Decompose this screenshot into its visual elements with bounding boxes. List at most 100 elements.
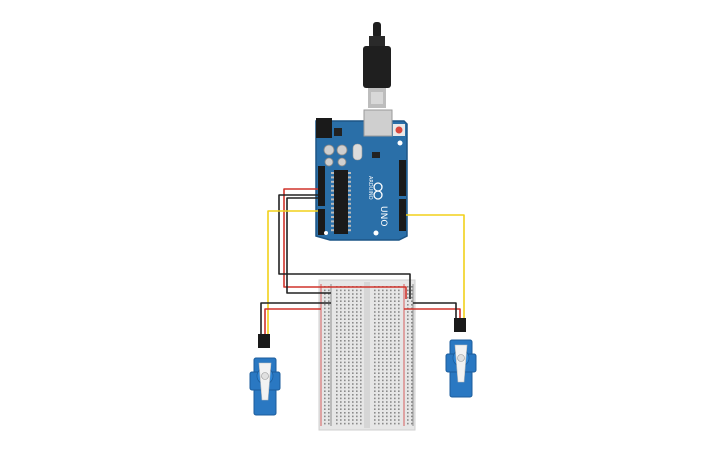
breadboard-hole[interactable] — [356, 304, 358, 306]
breadboard-hole[interactable] — [348, 332, 350, 335]
breadboard-hole[interactable] — [328, 318, 330, 320]
breadboard-hole[interactable] — [324, 365, 326, 367]
breadboard-hole[interactable] — [328, 376, 330, 378]
breadboard-hole[interactable] — [336, 343, 338, 346]
breadboard-hole[interactable] — [336, 322, 338, 324]
breadboard-hole[interactable] — [352, 300, 354, 302]
breadboard-hole[interactable] — [378, 386, 380, 389]
breadboard-hole[interactable] — [382, 365, 384, 367]
breadboard-hole[interactable] — [390, 307, 392, 310]
breadboard-hole[interactable] — [344, 394, 346, 396]
breadboard-hole[interactable] — [360, 296, 362, 299]
breadboard-hole[interactable] — [344, 329, 346, 331]
breadboard-hole[interactable] — [356, 293, 358, 295]
breadboard-hole[interactable] — [328, 332, 330, 335]
breadboard-hole[interactable] — [352, 289, 354, 292]
breadboard-hole[interactable] — [374, 332, 376, 335]
breadboard-hole[interactable] — [352, 376, 354, 378]
breadboard-hole[interactable] — [386, 293, 388, 295]
breadboard-hole[interactable] — [356, 390, 358, 392]
breadboard-hole[interactable] — [411, 300, 413, 302]
breadboard-hole[interactable] — [328, 386, 330, 389]
breadboard-hole[interactable] — [328, 419, 330, 421]
breadboard-hole[interactable] — [328, 404, 330, 407]
breadboard-hole[interactable] — [324, 340, 326, 342]
breadboard-hole[interactable] — [382, 376, 384, 378]
breadboard-hole[interactable] — [374, 350, 376, 353]
breadboard-hole[interactable] — [356, 325, 358, 328]
breadboard-hole[interactable] — [340, 293, 342, 295]
breadboard-hole[interactable] — [386, 412, 388, 414]
breadboard-hole[interactable] — [328, 311, 330, 313]
breadboard-hole[interactable] — [344, 340, 346, 342]
breadboard-hole[interactable] — [407, 394, 409, 396]
breadboard-hole[interactable] — [386, 372, 388, 374]
breadboard-hole[interactable] — [407, 311, 409, 313]
breadboard-hole[interactable] — [374, 383, 376, 385]
breadboard-hole[interactable] — [324, 361, 326, 364]
breadboard-hole[interactable] — [324, 336, 326, 338]
breadboard-hole[interactable] — [394, 314, 396, 317]
breadboard-hole[interactable] — [356, 419, 358, 421]
breadboard-hole[interactable] — [382, 390, 384, 392]
breadboard-hole[interactable] — [328, 422, 330, 425]
breadboard-hole[interactable] — [411, 332, 413, 335]
breadboard-hole[interactable] — [374, 394, 376, 396]
breadboard-hole[interactable] — [340, 322, 342, 324]
breadboard-hole[interactable] — [340, 350, 342, 353]
breadboard-hole[interactable] — [356, 296, 358, 299]
breadboard-hole[interactable] — [336, 289, 338, 292]
breadboard-hole[interactable] — [398, 329, 400, 331]
breadboard-hole[interactable] — [398, 422, 400, 425]
breadboard-hole[interactable] — [348, 401, 350, 403]
breadboard-hole[interactable] — [390, 379, 392, 382]
breadboard-hole[interactable] — [394, 296, 396, 299]
breadboard-hole[interactable] — [398, 383, 400, 385]
breadboard-hole[interactable] — [398, 358, 400, 360]
breadboard-hole[interactable] — [356, 386, 358, 389]
breadboard-hole[interactable] — [386, 343, 388, 346]
breadboard-hole[interactable] — [407, 358, 409, 360]
breadboard-hole[interactable] — [394, 412, 396, 414]
breadboard-hole[interactable] — [390, 383, 392, 385]
wire-signal-left-servo[interactable] — [267, 210, 318, 334]
breadboard-hole[interactable] — [407, 336, 409, 338]
breadboard-hole[interactable] — [344, 390, 346, 392]
breadboard-hole[interactable] — [352, 394, 354, 396]
breadboard-hole[interactable] — [356, 311, 358, 313]
breadboard-hole[interactable] — [344, 300, 346, 302]
breadboard-hole[interactable] — [407, 397, 409, 400]
breadboard-hole[interactable] — [407, 318, 409, 320]
breadboard-hole[interactable] — [386, 318, 388, 320]
breadboard-hole[interactable] — [386, 419, 388, 421]
breadboard-hole[interactable] — [324, 422, 326, 425]
breadboard-hole[interactable] — [374, 293, 376, 295]
breadboard-hole[interactable] — [411, 343, 413, 346]
breadboard-hole[interactable] — [398, 401, 400, 403]
breadboard-hole[interactable] — [382, 332, 384, 335]
breadboard-hole[interactable] — [340, 397, 342, 400]
breadboard-hole[interactable] — [378, 311, 380, 313]
breadboard-hole[interactable] — [340, 386, 342, 389]
breadboard-hole[interactable] — [390, 325, 392, 328]
breadboard-hole[interactable] — [411, 408, 413, 410]
breadboard-hole[interactable] — [324, 383, 326, 385]
breadboard-hole[interactable] — [386, 325, 388, 328]
breadboard-hole[interactable] — [352, 372, 354, 374]
breadboard-hole[interactable] — [360, 394, 362, 396]
breadboard-hole[interactable] — [344, 386, 346, 389]
breadboard-hole[interactable] — [386, 347, 388, 349]
breadboard-hole[interactable] — [394, 322, 396, 324]
breadboard-hole[interactable] — [398, 390, 400, 392]
breadboard-hole[interactable] — [340, 412, 342, 414]
breadboard-hole[interactable] — [374, 314, 376, 317]
breadboard-hole[interactable] — [390, 332, 392, 335]
breadboard-hole[interactable] — [382, 419, 384, 421]
breadboard-hole[interactable] — [336, 358, 338, 360]
breadboard-hole[interactable] — [336, 376, 338, 378]
breadboard-hole[interactable] — [390, 422, 392, 425]
breadboard-hole[interactable] — [336, 368, 338, 371]
breadboard-hole[interactable] — [360, 350, 362, 353]
breadboard-hole[interactable] — [340, 408, 342, 410]
breadboard-hole[interactable] — [340, 368, 342, 371]
